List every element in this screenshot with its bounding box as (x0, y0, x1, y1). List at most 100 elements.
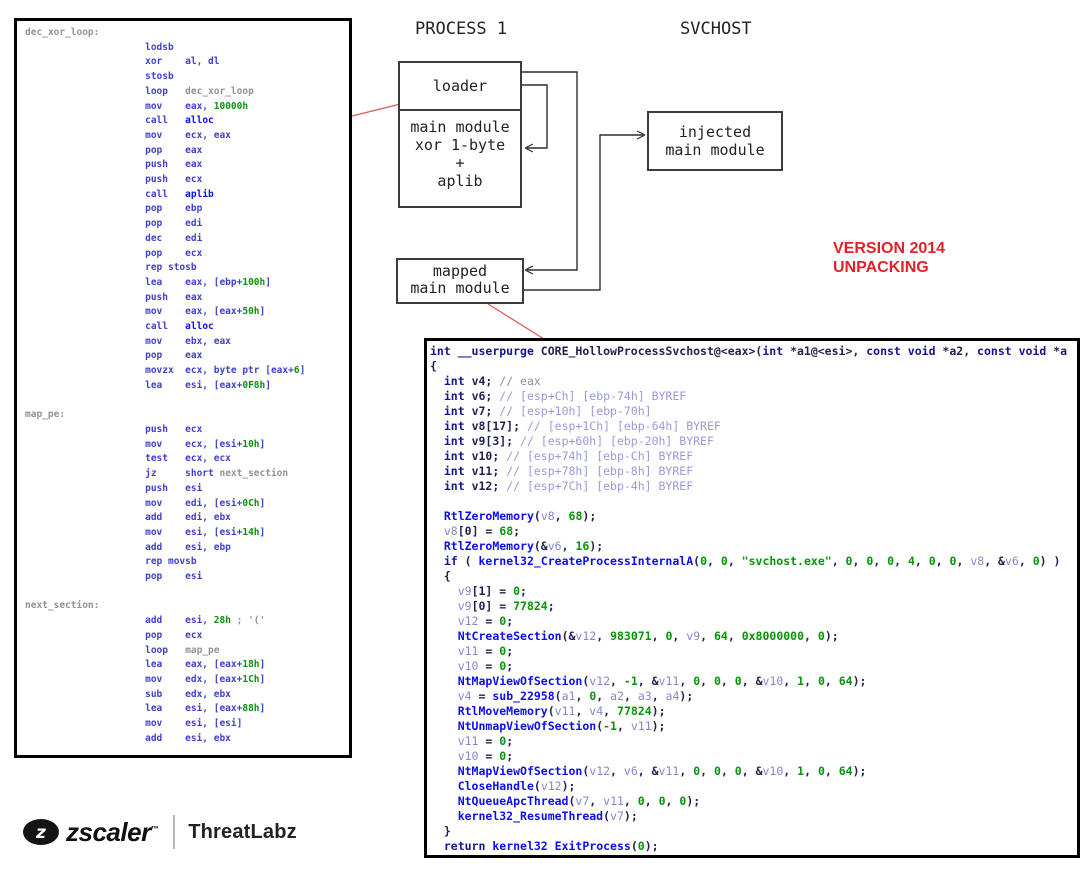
assembly-code-listing: dec_xor_loop: lodsb xor al, dl stosb loo… (17, 21, 349, 746)
code-line: v12 = 0; (457, 614, 514, 628)
version-annotation: VERSION 2014 UNPACKING (833, 239, 945, 277)
code-line: add edi, ebx (25, 512, 231, 524)
pseudocode-panel: int __userpurge CORE_HollowProcessSvchos… (424, 338, 1080, 858)
code-line: loop dec_xor_loop (25, 85, 254, 97)
code-line: RtlZeroMemory(v8, 68); (443, 509, 597, 523)
code-line: add esi, ebp (25, 541, 231, 553)
code-line: lea esi, [eax+88h] (25, 703, 266, 715)
code-line: kernel32_ResumeThread(v7); (457, 809, 638, 823)
code-line: NtUnmapViewOfSection(-1, v11); (457, 719, 666, 733)
arrowhead-to-mapped (524, 265, 534, 275)
code-line: v10 = 0; (457, 749, 514, 763)
code-line: int v9[3]; // [esp+60h] [ebp-20h] BYREF (443, 434, 714, 448)
code-line: int v10; // [esp+74h] [ebp-Ch] BYREF (443, 449, 694, 463)
code-line: v9[0] = 77824; (457, 599, 555, 613)
code-line: test ecx, ecx (25, 453, 231, 465)
code-line: xor al, dl (25, 56, 220, 68)
mapped-main-module-box: mapped main module (396, 258, 524, 304)
code-line: v8[0] = 68; (443, 524, 521, 538)
code-line: add esi, 28h ; '(' (25, 615, 266, 627)
code-line: map_pe: (25, 409, 66, 421)
code-line: mov eax, 10000h (25, 100, 249, 112)
code-line: dec edi (25, 232, 203, 244)
code-line: int v6; // [esp+Ch] [ebp-74h] BYREF (443, 389, 687, 403)
mapped-box-line: main module (410, 279, 510, 297)
arrowhead-self-loop (524, 143, 534, 153)
code-line: lea eax, [eax+18h] (25, 659, 266, 671)
svg-text:z: z (35, 823, 46, 843)
code-line: push esi (25, 482, 203, 494)
svchost-heading: SVCHOST (680, 19, 752, 39)
code-line: v4 = sub_22958(a1, 0, a2, a3, a4); (457, 689, 694, 703)
code-line: mov edx, [eax+1Ch] (25, 673, 266, 685)
connector-loader-self-loop (522, 84, 548, 149)
code-line: CloseHandle(v12); (457, 779, 576, 793)
connector-loader-to-mapped (522, 71, 578, 271)
logo-divider (173, 815, 176, 849)
code-line: if ( kernel32_CreateProcessInternalA(0, … (443, 554, 1061, 568)
code-line: add esi, ebx (25, 732, 231, 744)
version-annotation-line: VERSION 2014 (833, 240, 946, 257)
mapped-box-line: mapped (432, 262, 488, 280)
code-line: v11 = 0; (457, 734, 514, 748)
injected-box-line: injected (678, 123, 752, 141)
assembly-code-panel: dec_xor_loop: lodsb xor al, dl stosb loo… (14, 18, 352, 758)
code-line: movzx ecx, byte ptr [eax+6] (25, 365, 306, 377)
trademark-symbol: ™ (150, 823, 159, 833)
brand-footer: z zscaler™ ThreatLabz (22, 810, 297, 854)
code-line: int v8[17]; // [esp+1Ch] [ebp-64h] BYREF (443, 419, 721, 433)
code-line: loop map_pe (25, 644, 220, 656)
code-line: mov ecx, eax (25, 129, 231, 141)
loader-main-module-box: loader main module xor 1-byte + aplib (398, 61, 522, 208)
code-line: call alloc (25, 115, 214, 127)
loader-body-line: + (455, 154, 465, 172)
threatlabz-wordmark: ThreatLabz (188, 820, 297, 843)
code-line: lea eax, [ebp+100h] (25, 276, 271, 288)
code-line: mov ebx, eax (25, 335, 231, 347)
injected-box-line: main module (665, 141, 765, 159)
code-line: return kernel32 ExitProcess(0); (443, 839, 659, 853)
code-line: pop esi (25, 571, 203, 583)
code-line: pop eax (25, 350, 203, 362)
code-line: pop ecx (25, 247, 203, 259)
code-line: int v12; // [esp+7Ch] [ebp-4h] BYREF (443, 479, 694, 493)
code-line (25, 394, 349, 409)
loader-body-line: xor 1-byte (414, 136, 506, 154)
connector-mapped-to-injected (523, 134, 643, 291)
code-line: } (430, 824, 451, 838)
code-line: RtlZeroMemory(&v6, 16); (443, 539, 604, 553)
code-line: rep stosb (25, 262, 197, 274)
code-line: { (430, 359, 437, 373)
code-line: push ecx (25, 174, 203, 186)
code-line: v10 = 0; (457, 659, 514, 673)
code-line: sub edx, ebx (25, 688, 231, 700)
code-line: NtCreateSection(&v12, 983071, 0, v9, 64,… (457, 629, 839, 643)
code-line (25, 585, 349, 600)
loader-body-line: aplib (437, 172, 483, 190)
zscaler-logo-icon: z (23, 819, 59, 845)
code-line: push eax (25, 291, 203, 303)
code-line: mov esi, [esi+14h] (25, 526, 266, 538)
code-line (430, 494, 1077, 509)
code-line: lea esi, [eax+0F8h] (25, 379, 271, 391)
injected-main-module-box: injected main module (647, 111, 783, 171)
zscaler-wordmark: zscaler™ (66, 816, 159, 847)
code-line: RtlMoveMemory(v11, v4, 77824); (457, 704, 666, 718)
code-line: pop ecx (25, 629, 203, 641)
loader-box-body: main module xor 1-byte + aplib (400, 111, 520, 190)
code-line: call aplib (25, 188, 214, 200)
code-line: v9[1] = 0; (457, 584, 527, 598)
code-line: NtQueueApcThread(v7, v11, 0, 0, 0); (457, 794, 701, 808)
code-line: NtMapViewOfSection(v12, v6, &v11, 0, 0, … (457, 764, 867, 778)
code-line: mov ecx, [esi+10h] (25, 438, 266, 450)
code-line: v11 = 0; (457, 644, 514, 658)
code-line: jz short next_section (25, 468, 289, 480)
code-line: int v4; // eax (443, 374, 541, 388)
code-line: call alloc (25, 321, 214, 333)
code-line: mov esi, [esi] (25, 718, 243, 730)
code-line: { (430, 569, 451, 583)
process1-heading: PROCESS 1 (415, 19, 508, 39)
code-line: dec_xor_loop: (25, 27, 100, 38)
code-line: push eax (25, 159, 203, 171)
